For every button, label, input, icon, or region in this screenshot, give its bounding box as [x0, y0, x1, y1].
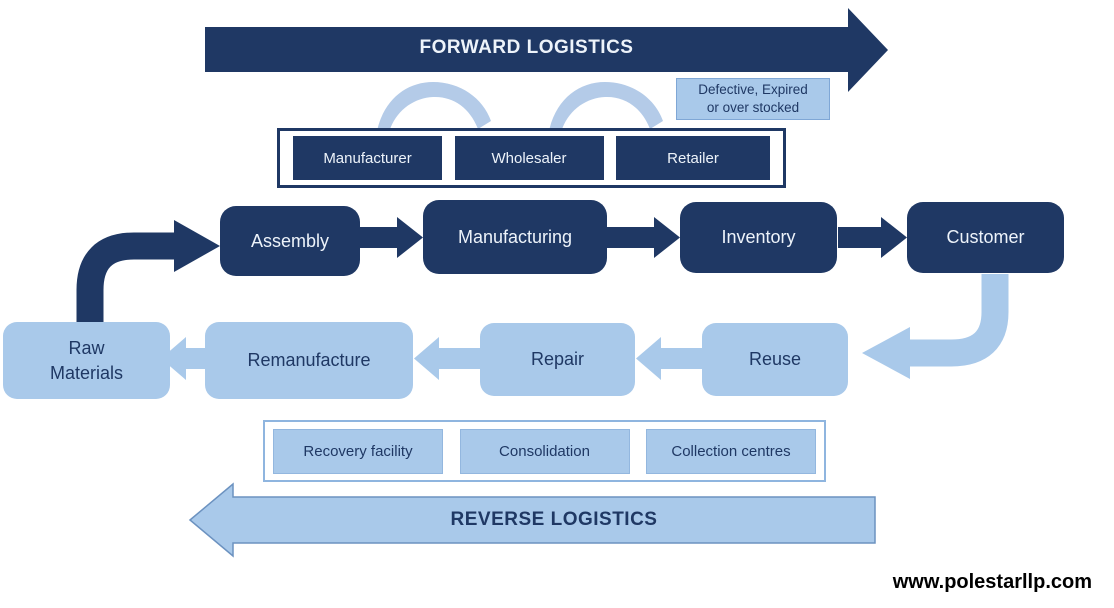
channel-box-retailer: Retailer: [616, 136, 770, 180]
forward-logistics-label: FORWARD LOGISTICS: [419, 37, 634, 58]
elbow-arrow-customer-to-reuse: [910, 274, 1009, 367]
arrow-remanufacture-to-rawmaterials: [161, 337, 205, 380]
reverse-logistics-label: REVERSE LOGISTICS: [450, 509, 658, 530]
flow-box-remanufacture: Remanufacture: [205, 322, 413, 399]
defective-note-box: Defective, Expired or over stocked: [676, 78, 830, 120]
flow-box-reuse: Reuse: [702, 323, 848, 396]
arrow-inventory-to-customer: [838, 217, 907, 258]
forward-banner-arrow: [205, 8, 888, 92]
channel-box-consolidation: Consolidation: [459, 428, 630, 474]
elbow-arrowhead-to-reuse: [862, 327, 910, 379]
arrow-assembly-to-manufacturing: [358, 217, 423, 258]
arrow-manufacturing-to-inventory: [607, 217, 680, 258]
channel-box-manufacturer: Manufacturer: [293, 136, 442, 180]
reverse-banner-arrow: [188, 482, 876, 558]
elbow-arrowhead-to-assembly: [174, 220, 220, 272]
flow-box-manufacturing: Manufacturing: [423, 200, 607, 274]
reverse-channel-container: Recovery facility Consolidation Collecti…: [263, 420, 826, 482]
elbow-arrow-rawmaterials-to-assembly: [76, 232, 174, 338]
channel-box-recovery-facility: Recovery facility: [273, 428, 443, 474]
flow-box-raw-materials: Raw Materials: [3, 322, 170, 399]
flow-box-inventory: Inventory: [680, 202, 837, 273]
arrow-repair-to-remanufacture: [414, 337, 480, 380]
forward-channel-container: Manufacturer Wholesaler Retailer: [277, 128, 786, 188]
return-arc-wholesaler-to-manufacturer: [377, 82, 491, 132]
website-url: www.polestarllp.com: [892, 571, 1092, 593]
flow-box-customer: Customer: [907, 202, 1064, 273]
return-arc-retailer-to-wholesaler: [549, 82, 663, 132]
flow-box-assembly: Assembly: [220, 206, 360, 276]
channel-box-wholesaler: Wholesaler: [454, 136, 604, 180]
channel-box-collection-centres: Collection centres: [646, 428, 816, 474]
flow-box-repair: Repair: [480, 323, 635, 396]
arrow-reuse-to-repair: [636, 337, 708, 380]
